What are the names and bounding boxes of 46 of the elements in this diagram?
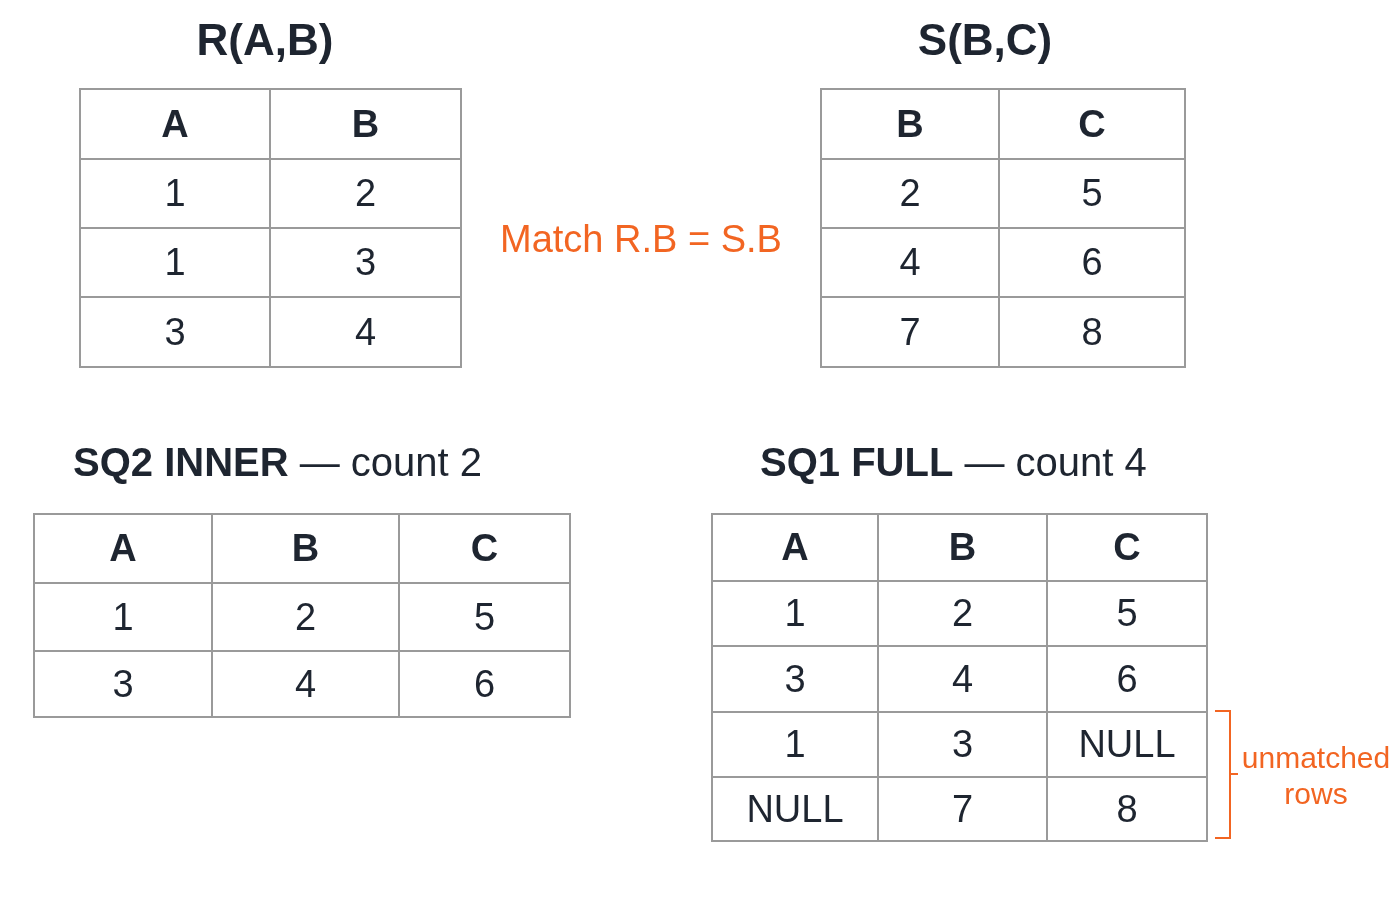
table-cell: 6	[1048, 647, 1208, 713]
table-cell: 5	[400, 584, 571, 652]
table-cell: 3	[35, 652, 213, 718]
table-cell: NULL	[1048, 713, 1208, 778]
table-cell: 5	[1000, 160, 1186, 229]
table-title: S(B,C)	[917, 15, 1053, 65]
table-cell: 7	[822, 298, 1000, 368]
table-cell: 1	[713, 713, 879, 778]
table-cell: 4	[879, 647, 1048, 713]
column-header: A	[713, 515, 879, 582]
table-cell: 1	[713, 582, 879, 647]
table-cell: 3	[271, 229, 462, 298]
table-cell: 1	[81, 160, 271, 229]
table-cell: 1	[35, 584, 213, 652]
column-header: B	[879, 515, 1048, 582]
table-cell: 4	[822, 229, 1000, 298]
table-cell: 2	[879, 582, 1048, 647]
annotation-note: unmatched rows	[1241, 740, 1391, 812]
column-header: C	[400, 515, 571, 584]
column-header: B	[822, 90, 1000, 160]
table-cell: 3	[879, 713, 1048, 778]
table-cell: 7	[879, 778, 1048, 842]
column-header: A	[81, 90, 271, 160]
table-cell: 1	[81, 229, 271, 298]
table-cell: 2	[822, 160, 1000, 229]
table-cell: 5	[1048, 582, 1208, 647]
table-cell: 6	[400, 652, 571, 718]
table-title: R(A,B)	[196, 15, 334, 65]
table-cell: 4	[213, 652, 400, 718]
table-cell: 3	[713, 647, 879, 713]
table-cell: 2	[213, 584, 400, 652]
column-header: C	[1000, 90, 1186, 160]
table-cell: 2	[271, 160, 462, 229]
table-cell: 4	[271, 298, 462, 368]
table-cell: 8	[1048, 778, 1208, 842]
result-title: SQ1 FULL — count 4	[760, 440, 1147, 485]
table-cell: 8	[1000, 298, 1186, 368]
column-header: B	[271, 90, 462, 160]
table-cell: NULL	[713, 778, 879, 842]
table-cell: 6	[1000, 229, 1186, 298]
table-cell: 3	[81, 298, 271, 368]
join-condition: Match R.B = S.B	[500, 218, 782, 261]
column-header: A	[35, 515, 213, 584]
column-header: B	[213, 515, 400, 584]
column-header: C	[1048, 515, 1208, 582]
result-title: SQ2 INNER — count 2	[73, 440, 483, 485]
